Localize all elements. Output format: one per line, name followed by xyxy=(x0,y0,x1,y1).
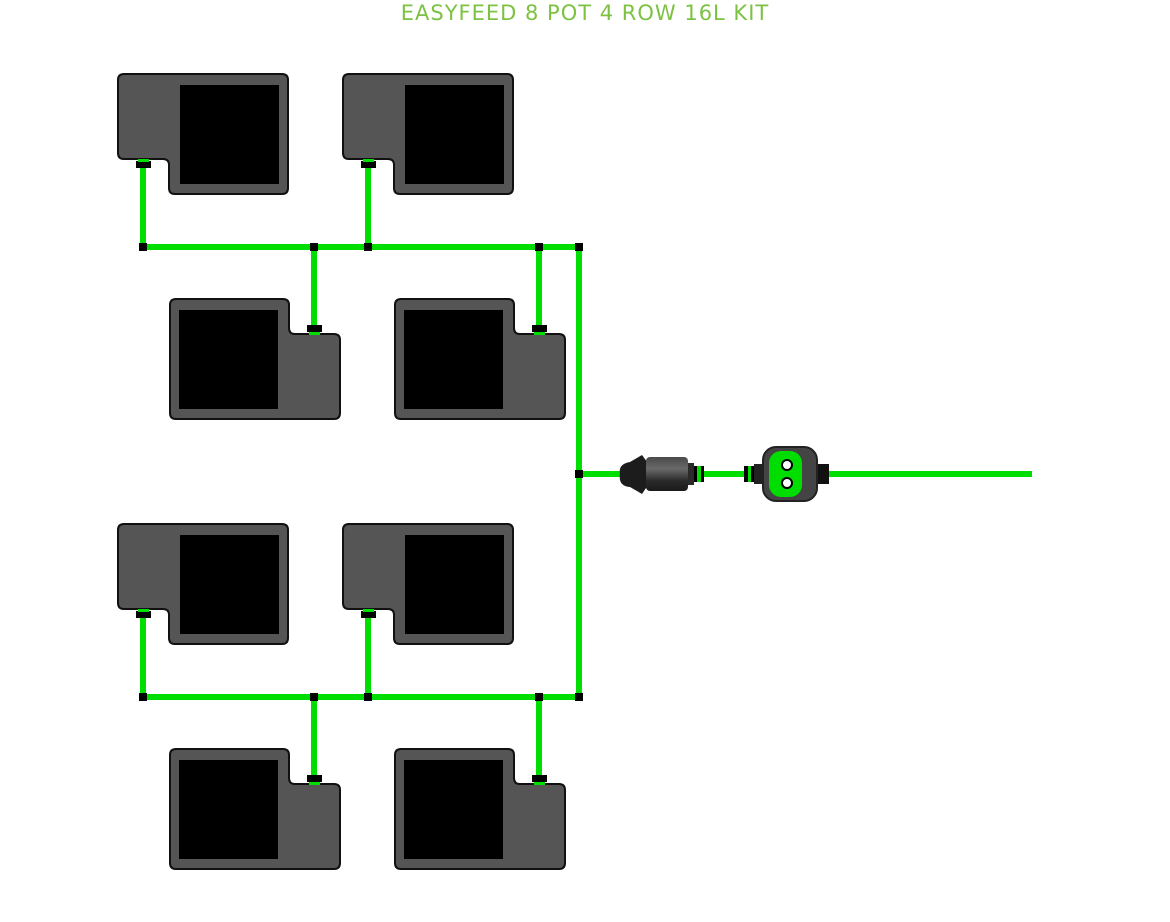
fitting xyxy=(575,693,583,701)
tubing xyxy=(140,165,1032,779)
filter-icon xyxy=(619,455,704,494)
pot-1 xyxy=(117,73,289,195)
pot-outlet-fitting xyxy=(532,325,547,332)
pot-top xyxy=(180,85,279,184)
pot-outlet-fitting xyxy=(307,325,322,332)
pot-7 xyxy=(169,748,341,870)
pot-outlet-fitting xyxy=(361,161,376,168)
pot-outlet-fitting xyxy=(307,775,322,782)
fitting xyxy=(575,243,583,251)
fitting xyxy=(139,243,147,251)
fitting xyxy=(364,693,372,701)
pot-outlet-fitting xyxy=(136,161,151,168)
junction-fittings xyxy=(139,243,583,701)
fitting xyxy=(139,693,147,701)
fitting xyxy=(310,693,318,701)
fitting xyxy=(575,470,583,478)
fitting xyxy=(310,243,318,251)
pot-top xyxy=(179,760,278,859)
pot-outlet-fitting xyxy=(361,611,376,618)
pot-top xyxy=(180,535,279,634)
pot-5 xyxy=(117,523,289,645)
pot-top xyxy=(404,310,503,409)
pot-8 xyxy=(394,748,566,870)
pot-outlet-fitting xyxy=(532,775,547,782)
pot-top xyxy=(179,310,278,409)
pot-top xyxy=(405,85,504,184)
fitting xyxy=(535,693,543,701)
pot-top xyxy=(404,760,503,859)
pot-4 xyxy=(394,298,566,420)
tap-connector-icon xyxy=(744,446,829,502)
page-title: EASYFEED 8 POT 4 ROW 16L KIT xyxy=(400,1,770,25)
pot-outlet-fitting xyxy=(136,611,151,618)
pot-3 xyxy=(169,298,341,420)
pot-6 xyxy=(342,523,514,645)
pot-top xyxy=(405,535,504,634)
fitting xyxy=(364,243,372,251)
pot-2 xyxy=(342,73,514,195)
fitting xyxy=(535,243,543,251)
